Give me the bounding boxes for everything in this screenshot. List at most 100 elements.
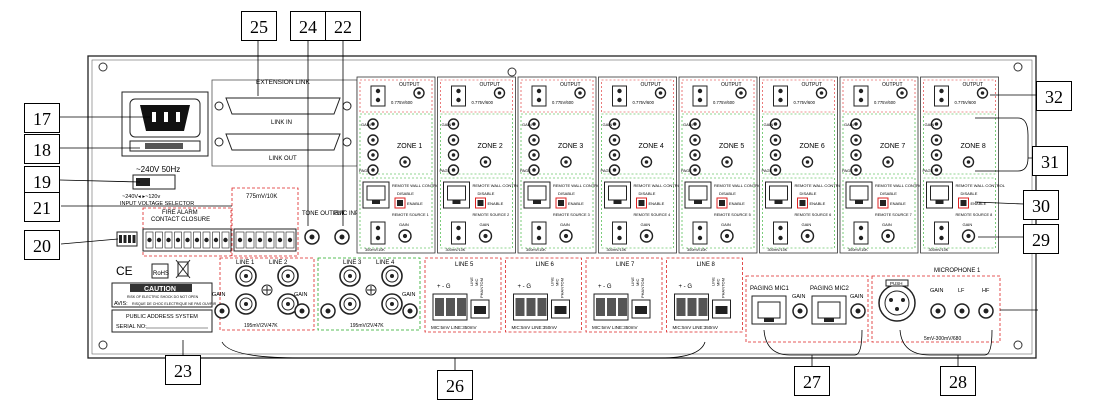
remote-source-terminal[interactable] <box>934 221 949 245</box>
zone-lf-knob[interactable] <box>608 149 621 161</box>
zone-lf-knob[interactable] <box>367 149 379 161</box>
mic-line-phantom-switch[interactable] <box>631 299 651 319</box>
rca-jack[interactable] <box>235 293 257 315</box>
zone-page-knob[interactable] <box>447 164 460 176</box>
mic-line-phantom-switch[interactable] <box>712 299 731 319</box>
output-level-knob[interactable] <box>815 87 828 99</box>
output-level-knob[interactable] <box>493 87 506 99</box>
zone-hf-knob[interactable] <box>769 134 782 146</box>
remote-wall-control-jack[interactable] <box>684 181 712 209</box>
mic1-lf-knob[interactable] <box>954 303 970 319</box>
zone-hf-knob[interactable] <box>689 134 701 146</box>
zone-selector-knob[interactable] <box>721 156 733 168</box>
emc-input-jack[interactable] <box>334 229 350 245</box>
zone-lf-knob[interactable] <box>850 149 862 161</box>
mic1-hf-knob[interactable] <box>978 303 994 319</box>
output-level-knob[interactable] <box>574 87 586 99</box>
rca-jack[interactable] <box>339 293 361 315</box>
line4-gain-knob[interactable] <box>402 303 418 319</box>
output-terminal[interactable] <box>853 85 869 107</box>
line1-gain-knob[interactable] <box>214 303 230 319</box>
zone-gain-knob[interactable] <box>608 118 621 130</box>
zone-selector-knob[interactable] <box>479 156 492 168</box>
remote-wall-control-jack[interactable] <box>845 181 873 209</box>
zone-hf-knob[interactable] <box>930 134 943 146</box>
xlr-input[interactable] <box>878 279 916 322</box>
output-terminal[interactable] <box>612 85 627 107</box>
remote-source-terminal[interactable] <box>773 221 788 245</box>
disable-enable-switch[interactable] <box>394 197 406 209</box>
zone-gain-knob[interactable] <box>930 118 943 130</box>
zone-lf-knob[interactable] <box>930 149 943 161</box>
zone-selector-knob[interactable] <box>560 156 572 168</box>
disable-enable-switch[interactable] <box>555 197 567 209</box>
rca-jack[interactable] <box>381 265 403 287</box>
disable-enable-switch[interactable] <box>716 197 728 209</box>
output-level-knob[interactable] <box>896 87 908 99</box>
zone-page-knob[interactable] <box>689 164 701 176</box>
zone-selector-knob[interactable] <box>801 156 814 168</box>
line3-gain-knob[interactable] <box>320 303 336 319</box>
zone-hf-knob[interactable] <box>367 134 379 146</box>
remote-wall-control-jack[interactable] <box>523 181 551 209</box>
remote-gain-knob[interactable] <box>478 229 493 243</box>
remote-wall-control-jack[interactable] <box>765 181 792 209</box>
remote-wall-control-jack[interactable] <box>604 181 631 209</box>
output-level-knob[interactable] <box>735 87 747 99</box>
zone-page-knob[interactable] <box>930 164 943 176</box>
zone-page-knob[interactable] <box>367 164 379 176</box>
mic-line-phantom-switch[interactable] <box>470 299 490 319</box>
line2-gain-knob[interactable] <box>294 303 310 319</box>
zone-lf-knob[interactable] <box>447 149 460 161</box>
line-input-terminal[interactable] <box>593 293 629 321</box>
rca-jack[interactable] <box>381 293 403 315</box>
zone-hf-knob[interactable] <box>447 134 460 146</box>
disable-enable-switch[interactable] <box>636 197 647 209</box>
remote-gain-knob[interactable] <box>800 229 815 243</box>
zone-gain-knob[interactable] <box>367 118 379 130</box>
remote-gain-knob[interactable] <box>881 229 895 243</box>
dip-switches[interactable] <box>116 231 138 247</box>
disable-enable-switch[interactable] <box>475 197 486 209</box>
zone-page-knob[interactable] <box>528 164 540 176</box>
output-level-knob[interactable] <box>976 87 989 99</box>
disable-enable-switch[interactable] <box>797 197 808 209</box>
zone-gain-knob[interactable] <box>528 118 540 130</box>
rca-jack[interactable] <box>235 265 257 287</box>
link-out-connector[interactable] <box>214 133 352 151</box>
zone-gain-knob[interactable] <box>689 118 701 130</box>
remote-source-terminal[interactable] <box>692 221 708 245</box>
zone-lf-knob[interactable] <box>769 149 782 161</box>
mic-line-phantom-switch[interactable] <box>551 299 570 319</box>
output-terminal[interactable] <box>451 85 466 107</box>
zone-selector-knob[interactable] <box>962 156 975 168</box>
output-terminal[interactable] <box>531 85 547 107</box>
paging-mic1-jack[interactable] <box>751 295 787 325</box>
remote-wall-control-jack[interactable] <box>362 181 390 209</box>
output-level-knob[interactable] <box>413 87 425 99</box>
line-input-terminal[interactable] <box>674 293 709 321</box>
paging-mic2-gain-knob[interactable] <box>850 303 866 319</box>
output-level-knob[interactable] <box>654 87 667 99</box>
remote-wall-control-jack[interactable] <box>926 181 953 209</box>
remote-source-terminal[interactable] <box>370 221 386 245</box>
tone-output-jack[interactable] <box>304 229 320 245</box>
zone-selector-knob[interactable] <box>399 156 411 168</box>
line-input-terminal[interactable] <box>432 293 468 321</box>
zone-gain-knob[interactable] <box>850 118 862 130</box>
output-terminal[interactable] <box>773 85 788 107</box>
zone-hf-knob[interactable] <box>850 134 862 146</box>
rca-jack[interactable] <box>277 265 299 287</box>
power-inlet[interactable] <box>121 91 209 157</box>
rca-jack[interactable] <box>339 265 361 287</box>
zone-hf-knob[interactable] <box>608 134 621 146</box>
remote-gain-knob[interactable] <box>559 229 573 243</box>
zone-hf-knob[interactable] <box>528 134 540 146</box>
remote-gain-knob[interactable] <box>639 229 654 243</box>
zone-lf-knob[interactable] <box>689 149 701 161</box>
line-input-terminal[interactable] <box>513 293 548 321</box>
link-in-connector[interactable] <box>214 97 352 115</box>
zone-gain-knob[interactable] <box>447 118 460 130</box>
rca-jack[interactable] <box>277 293 299 315</box>
remote-wall-control-jack[interactable] <box>443 181 470 209</box>
